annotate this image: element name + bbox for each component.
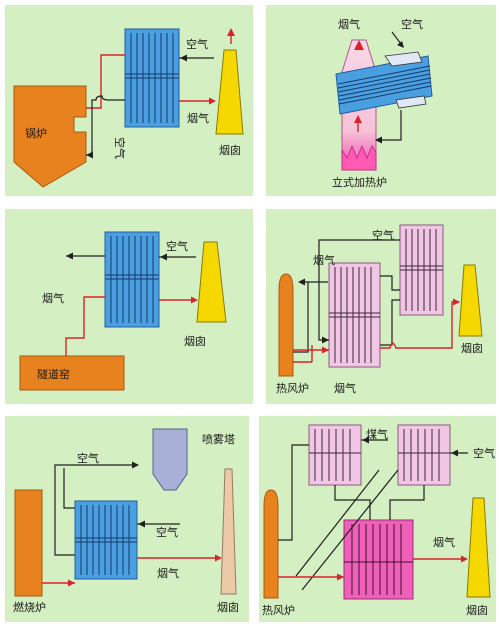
label-chimney: 烟囱 [461, 341, 483, 355]
furnace-flame [341, 144, 377, 171]
combustion-furnace [14, 489, 43, 597]
slanted-preheater [335, 51, 433, 115]
boiler [13, 85, 87, 188]
label-vertical-heater: 立式加热炉 [332, 175, 387, 189]
label-flue: 烟气 [42, 291, 64, 305]
label-air: 空气 [372, 228, 394, 242]
panel-hot-blast-stove: 空气 烟气 热风炉 烟气 烟囱 [266, 209, 496, 404]
label-air: 空气 [473, 446, 495, 460]
label-air: 空气 [401, 17, 423, 31]
label-air-vertical: 空气 [113, 137, 127, 159]
label-flue: 烟气 [157, 566, 179, 580]
chimney [220, 468, 237, 595]
gas-preheater [308, 424, 362, 486]
label-gas: 煤气 [366, 427, 388, 441]
label-chimney: 烟囱 [219, 143, 241, 157]
label-chimney: 烟囱 [466, 603, 488, 617]
label-flue: 烟气 [187, 111, 209, 125]
label-chimney: 烟囱 [184, 334, 206, 348]
chimney [196, 241, 227, 323]
label-hot-blast-stove: 热风炉 [262, 604, 295, 617]
panel-background [266, 209, 496, 404]
label-flue: 烟气 [338, 17, 360, 31]
label-air: 空气 [186, 37, 208, 51]
flue-heat-exchanger [343, 519, 414, 600]
chimney [466, 497, 491, 598]
panel-vertical-heater: 烟气 空气 立式加热炉 [266, 5, 496, 196]
pink-preheater-small [399, 224, 444, 316]
air-preheater [104, 231, 160, 328]
label-combustion-furnace: 燃烧炉 [13, 600, 46, 614]
label-air-mid: 空气 [156, 525, 178, 539]
hot-blast-stove [278, 273, 294, 377]
label-chimney: 烟囱 [217, 600, 239, 614]
label-hot-blast-stove: 热风炉 [276, 382, 309, 395]
label-tunnel-kiln: 隧道窑 [37, 367, 70, 381]
air-preheater [124, 28, 180, 128]
label-flue-top: 烟气 [313, 253, 335, 267]
label-air-top: 空气 [77, 451, 99, 465]
pink-preheater-large [328, 262, 381, 368]
spray-tower [152, 428, 188, 491]
label-flue: 烟气 [433, 535, 455, 549]
tunnel-kiln [19, 355, 125, 391]
air-preheater [397, 424, 451, 486]
panel-combustion-furnace: 喷雾塔 空气 空气 烟气 燃烧炉 烟囱 [5, 416, 249, 622]
label-spray-tower: 喷雾塔 [202, 433, 235, 446]
panel-boiler: 空气 烟气 锅炉 烟囱 空气 [5, 5, 253, 196]
chimney [458, 264, 483, 337]
label-air: 空气 [166, 239, 188, 253]
label-flue-bottom: 烟气 [334, 381, 356, 395]
label-boiler: 锅炉 [25, 127, 47, 140]
chimney [215, 49, 244, 135]
panel-gas-hot-blast-stove: 煤气 空气 烟气 热风炉 烟囱 [259, 416, 496, 622]
hot-blast-stove [263, 489, 279, 599]
air-preheater [74, 500, 138, 580]
panel-tunnel-kiln: 空气 烟气 烟囱 隧道窑 [5, 209, 253, 404]
